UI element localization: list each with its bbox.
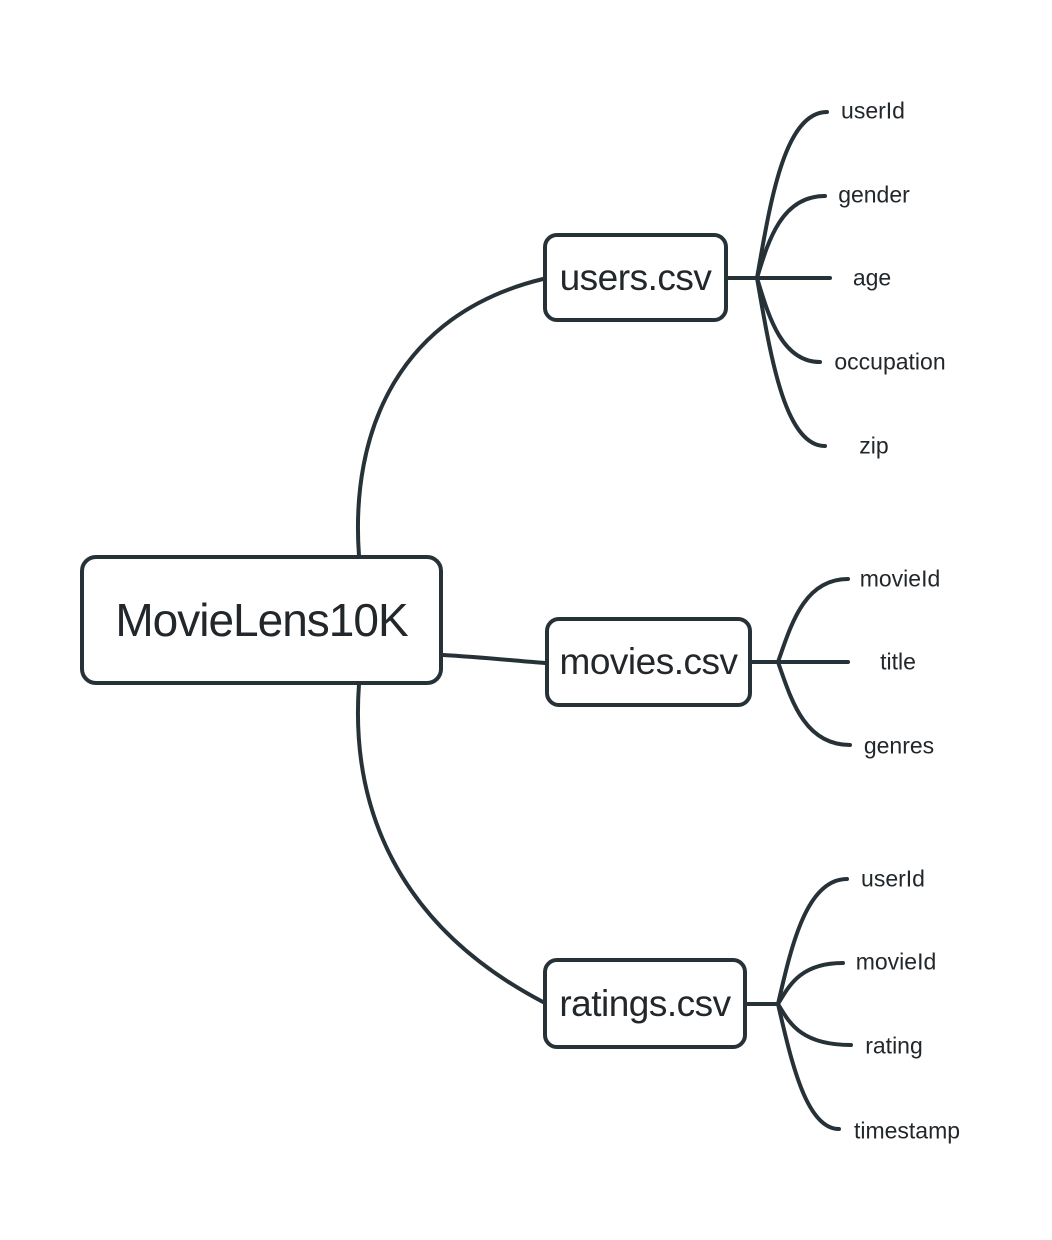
leaf-movies-movieid: movieId (859, 565, 941, 592)
leaf-movies-genres: genres (863, 732, 935, 759)
leaf-users-gender: gender (838, 181, 910, 208)
node-users-csv: users.csv (543, 233, 728, 322)
node-root: MovieLens10K (80, 555, 443, 685)
edge-ratings-movieid (776, 961, 845, 1006)
edge-ratings-userid (776, 877, 849, 1006)
leaf-users-zip: zip (859, 432, 889, 459)
leaf-ratings-movieid: movieId (855, 948, 937, 975)
node-movies-csv: movies.csv (545, 617, 752, 707)
node-root-label: MovieLens10K (115, 594, 408, 646)
node-ratings-csv-label: ratings.csv (559, 982, 731, 1024)
edge-root-ratings (356, 682, 545, 1004)
node-movies-csv-label: movies.csv (559, 641, 738, 682)
leaf-users-age: age (852, 264, 892, 291)
edge-ratings-timestamp (776, 1002, 841, 1131)
leaf-movies-title: title (880, 648, 916, 675)
edge-users-userid (755, 110, 829, 280)
edge-users-gender (755, 194, 827, 280)
leaf-ratings-timestamp: timestamp (853, 1117, 961, 1144)
edge-ratings-rating (776, 1002, 853, 1047)
leaf-ratings-rating: rating (865, 1032, 923, 1059)
node-users-csv-label: users.csv (559, 256, 712, 298)
edge-users-zip (755, 276, 827, 448)
leaf-users-userid: userId (841, 97, 905, 124)
edge-movies-genres (776, 660, 852, 747)
edge-root-users (356, 277, 545, 558)
edge-movies-movieid (776, 577, 850, 664)
leaf-users-occupation: occupation (834, 348, 946, 375)
edge-root-movies (441, 653, 547, 665)
node-ratings-csv: ratings.csv (543, 958, 747, 1049)
leaf-ratings-userid: userId (861, 865, 925, 892)
